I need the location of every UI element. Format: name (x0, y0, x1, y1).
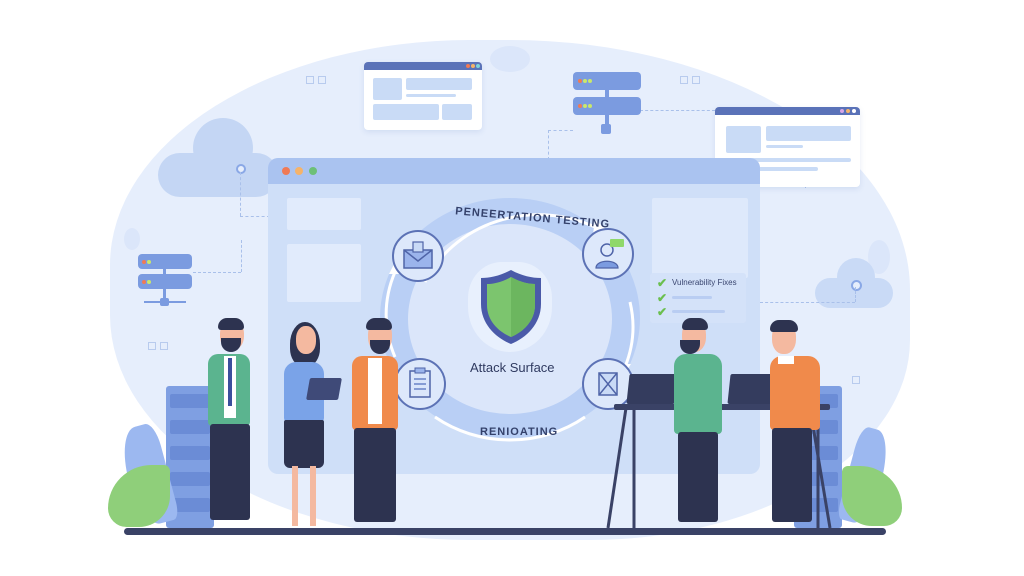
check-icon: ✔ (657, 305, 668, 319)
person-laptop-orange (764, 320, 830, 530)
backdrop-blob-left (124, 228, 140, 250)
broken-cube-icon (582, 358, 634, 410)
decor-square (680, 76, 688, 84)
connector-line (193, 272, 241, 273)
envelope-icon (392, 230, 444, 282)
connector-line (241, 240, 242, 272)
backdrop-blob-small (490, 46, 530, 72)
tablet-icon (306, 378, 342, 400)
backdrop-blob-right (868, 240, 890, 274)
connector-line (548, 130, 573, 131)
decor-square (692, 76, 700, 84)
vulnerability-checklist: ✔ Vulnerability Fixes ✔ ✔ (650, 273, 746, 323)
user-chat-icon (582, 228, 634, 280)
connector-node (236, 164, 246, 174)
person-woman-tablet (268, 322, 344, 532)
center-label: Attack Surface (470, 360, 555, 375)
connector-line (548, 130, 549, 160)
floating-browser-window (364, 62, 482, 130)
decor-square (160, 342, 168, 350)
connector-line (855, 287, 856, 302)
person-green-blazer (196, 318, 266, 530)
shield-icon (481, 270, 541, 344)
check-icon: ✔ (657, 291, 668, 305)
connector-line (240, 172, 241, 216)
server-icon-left (138, 254, 194, 310)
window-maximize-dot (309, 167, 317, 175)
person-laptop-green (670, 318, 730, 530)
connector-node (851, 280, 862, 291)
connector-line (760, 302, 855, 303)
checklist-title: Vulnerability Fixes (672, 278, 737, 287)
person-orange-cardigan (348, 318, 420, 530)
clipboard-icon (394, 358, 446, 410)
window-minimize-dot (295, 167, 303, 175)
connector-line (640, 110, 715, 111)
decor-square (148, 342, 156, 350)
decor-square (306, 76, 314, 84)
plant-leaf-left-green (108, 465, 170, 527)
window-close-dot (282, 167, 290, 175)
server-rack-left (166, 386, 214, 528)
cloud-icon-left (158, 118, 278, 198)
standing-desk (614, 404, 830, 410)
window-titlebar (268, 158, 760, 184)
plant-leaf-right-green (842, 466, 902, 526)
decor-square (318, 76, 326, 84)
connector-line (240, 216, 270, 217)
check-icon: ✔ (657, 276, 668, 290)
decor-square (852, 376, 860, 384)
server-icon-top (573, 72, 643, 138)
cycle-label-bottom: RENIOATING (480, 426, 559, 438)
floor-line (124, 528, 886, 535)
